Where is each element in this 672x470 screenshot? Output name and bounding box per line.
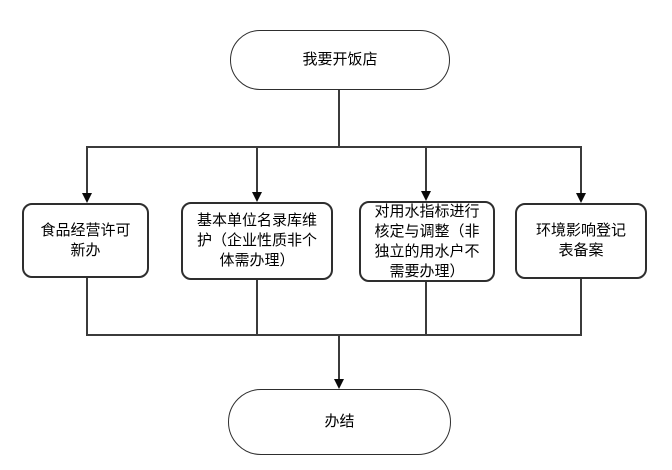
task-node-env-registration-label: 环境影响登记 表备案	[535, 222, 626, 259]
connector-start-to-branch	[338, 89, 340, 147]
arrowhead-task2-icon	[252, 192, 262, 202]
end-node: 办结	[228, 389, 451, 455]
task-node-unit-directory-label: 基本单位名录库维 护（企业性质非个 体需办理）	[196, 212, 317, 269]
connector-branch-to-task2	[256, 146, 258, 196]
connector-branch-to-task4	[580, 146, 582, 196]
connector-branch-distributor	[86, 146, 582, 148]
connector-task4-to-merge	[580, 279, 582, 336]
end-node-label: 办结	[324, 413, 355, 430]
task-node-water-quota: 对用水指标进行 核定与调整（非 独立的用水户不 需要办理）	[359, 201, 495, 282]
arrowhead-task1-icon	[82, 193, 92, 203]
connector-task1-to-merge	[86, 278, 88, 336]
arrowhead-task3-icon	[421, 191, 431, 201]
connector-task3-to-merge	[425, 282, 427, 336]
connector-merge-to-end	[338, 334, 340, 380]
arrowhead-task4-icon	[576, 193, 586, 203]
task-node-food-license-label: 食品经营许可 新办	[40, 221, 131, 259]
task-node-unit-directory: 基本单位名录库维 护（企业性质非个 体需办理）	[181, 202, 333, 280]
arrowhead-end-icon	[334, 379, 344, 389]
task-node-env-registration: 环境影响登记 表备案	[515, 203, 647, 279]
connector-task2-to-merge	[256, 280, 258, 336]
connector-merge-collector	[86, 334, 582, 336]
task-node-water-quota-label: 对用水指标进行 核定与调整（非 独立的用水户不 需要办理）	[374, 202, 480, 280]
connector-branch-to-task3	[425, 146, 427, 195]
connector-branch-to-task1	[86, 146, 88, 196]
start-node-label: 我要开饭店	[302, 51, 378, 68]
start-node: 我要开饭店	[230, 30, 450, 90]
task-node-food-license: 食品经营许可 新办	[22, 203, 149, 278]
